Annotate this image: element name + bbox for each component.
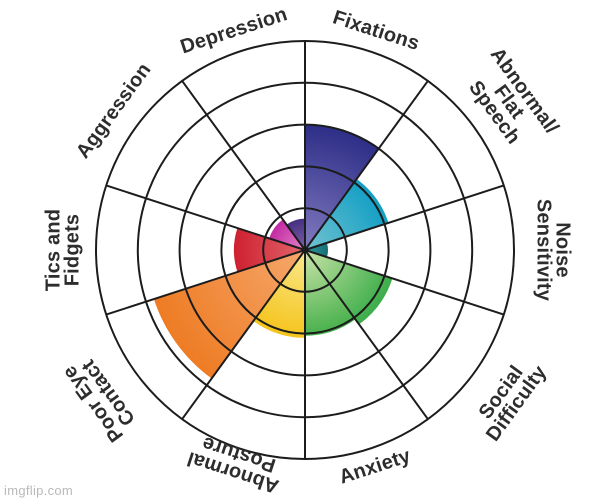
category-label-noise-sensitivity: Noise Sensitivity — [533, 198, 574, 302]
grid-spoke-6 — [181, 249, 306, 420]
wheel-grid — [95, 40, 515, 460]
grid-spoke-4 — [304, 249, 429, 420]
imgflip-watermark: imgflip.com — [4, 483, 74, 498]
grid-spoke-2 — [304, 184, 505, 251]
wedge-social-difficulty — [305, 250, 393, 325]
wedge-poor-eye-contact — [153, 250, 305, 379]
wedge-tics-and-fidgets — [233, 228, 305, 272]
wedge-anxiety — [305, 250, 356, 336]
grid-spoke-8 — [105, 184, 306, 251]
grid-spoke-1 — [304, 80, 429, 251]
wedge-fixations — [305, 124, 379, 250]
wedge-noise-sensitivity — [305, 242, 328, 258]
wheel-wedges — [153, 124, 393, 379]
wedge-abnormal-posture — [253, 250, 305, 338]
grid-spoke-9 — [181, 80, 306, 251]
grid-spoke-7 — [105, 249, 306, 316]
category-label-tics-and-fidgets: Tics and Fidgets — [42, 208, 83, 292]
grid-spoke-3 — [304, 249, 505, 316]
wedge-abnormal-flat-speech — [305, 178, 389, 250]
wedge-aggression — [269, 219, 305, 250]
